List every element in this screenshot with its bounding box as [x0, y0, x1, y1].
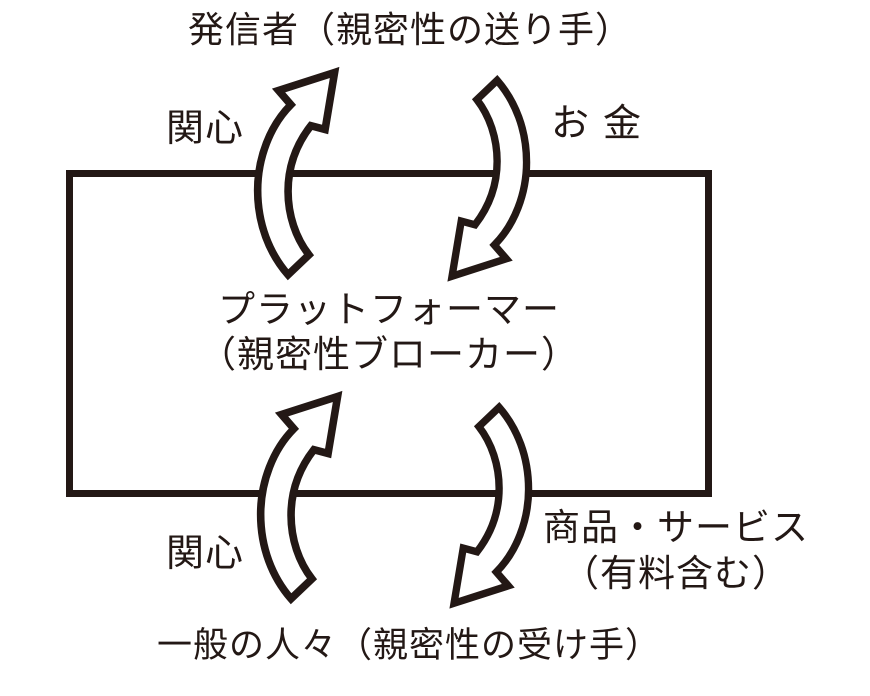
flow-label-money: お金 [551, 103, 656, 145]
flow-label-goods-services: 商品・サービス （有料含む） [543, 505, 809, 597]
center-node-label: プラットフォーマー （親密性ブローカー） [66, 287, 712, 377]
center-node-line2: （親密性ブローカー） [199, 334, 579, 375]
cycle-arrow-down-icon [441, 66, 533, 286]
center-node-line1: プラットフォーマー [218, 289, 560, 330]
cycle-arrow-up-icon [254, 386, 349, 614]
cycle-arrow-up-icon [251, 60, 346, 292]
top-node-label: 発信者（親密性の送り手） [188, 9, 633, 50]
flow-label-interest-bottom: 関心 [166, 533, 245, 575]
bottom-node-label: 一般の人々（親密性の受け手） [157, 626, 662, 665]
platform-boundary-box [66, 170, 712, 497]
cycle-arrow-down-icon [443, 392, 535, 614]
flow-label-goods-line2: （有料含む） [562, 553, 790, 594]
flow-label-interest-top: 関心 [166, 108, 245, 150]
flow-label-goods-line1: 商品・サービス [543, 507, 809, 548]
